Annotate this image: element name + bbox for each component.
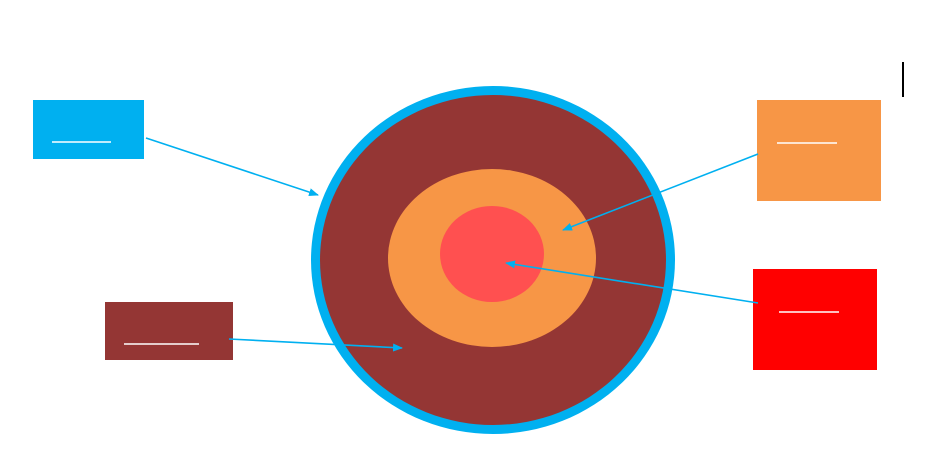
outer-core-label-box: [757, 100, 881, 201]
inner-core-layer: [440, 206, 544, 302]
inner-core-arrow: [505, 260, 759, 304]
mantle-label-box: [105, 302, 233, 360]
inner-core-label-box: [753, 269, 877, 370]
outer-core-arrow: [562, 153, 759, 231]
mantle-label-background: [105, 302, 233, 360]
outer-core-label-background: [757, 100, 881, 201]
mantle-arrow: [228, 338, 403, 352]
crust-label-box: [33, 100, 144, 159]
inner-core-label-background: [753, 269, 877, 370]
crust-label-background: [33, 100, 144, 159]
crust-arrow: [145, 137, 319, 196]
